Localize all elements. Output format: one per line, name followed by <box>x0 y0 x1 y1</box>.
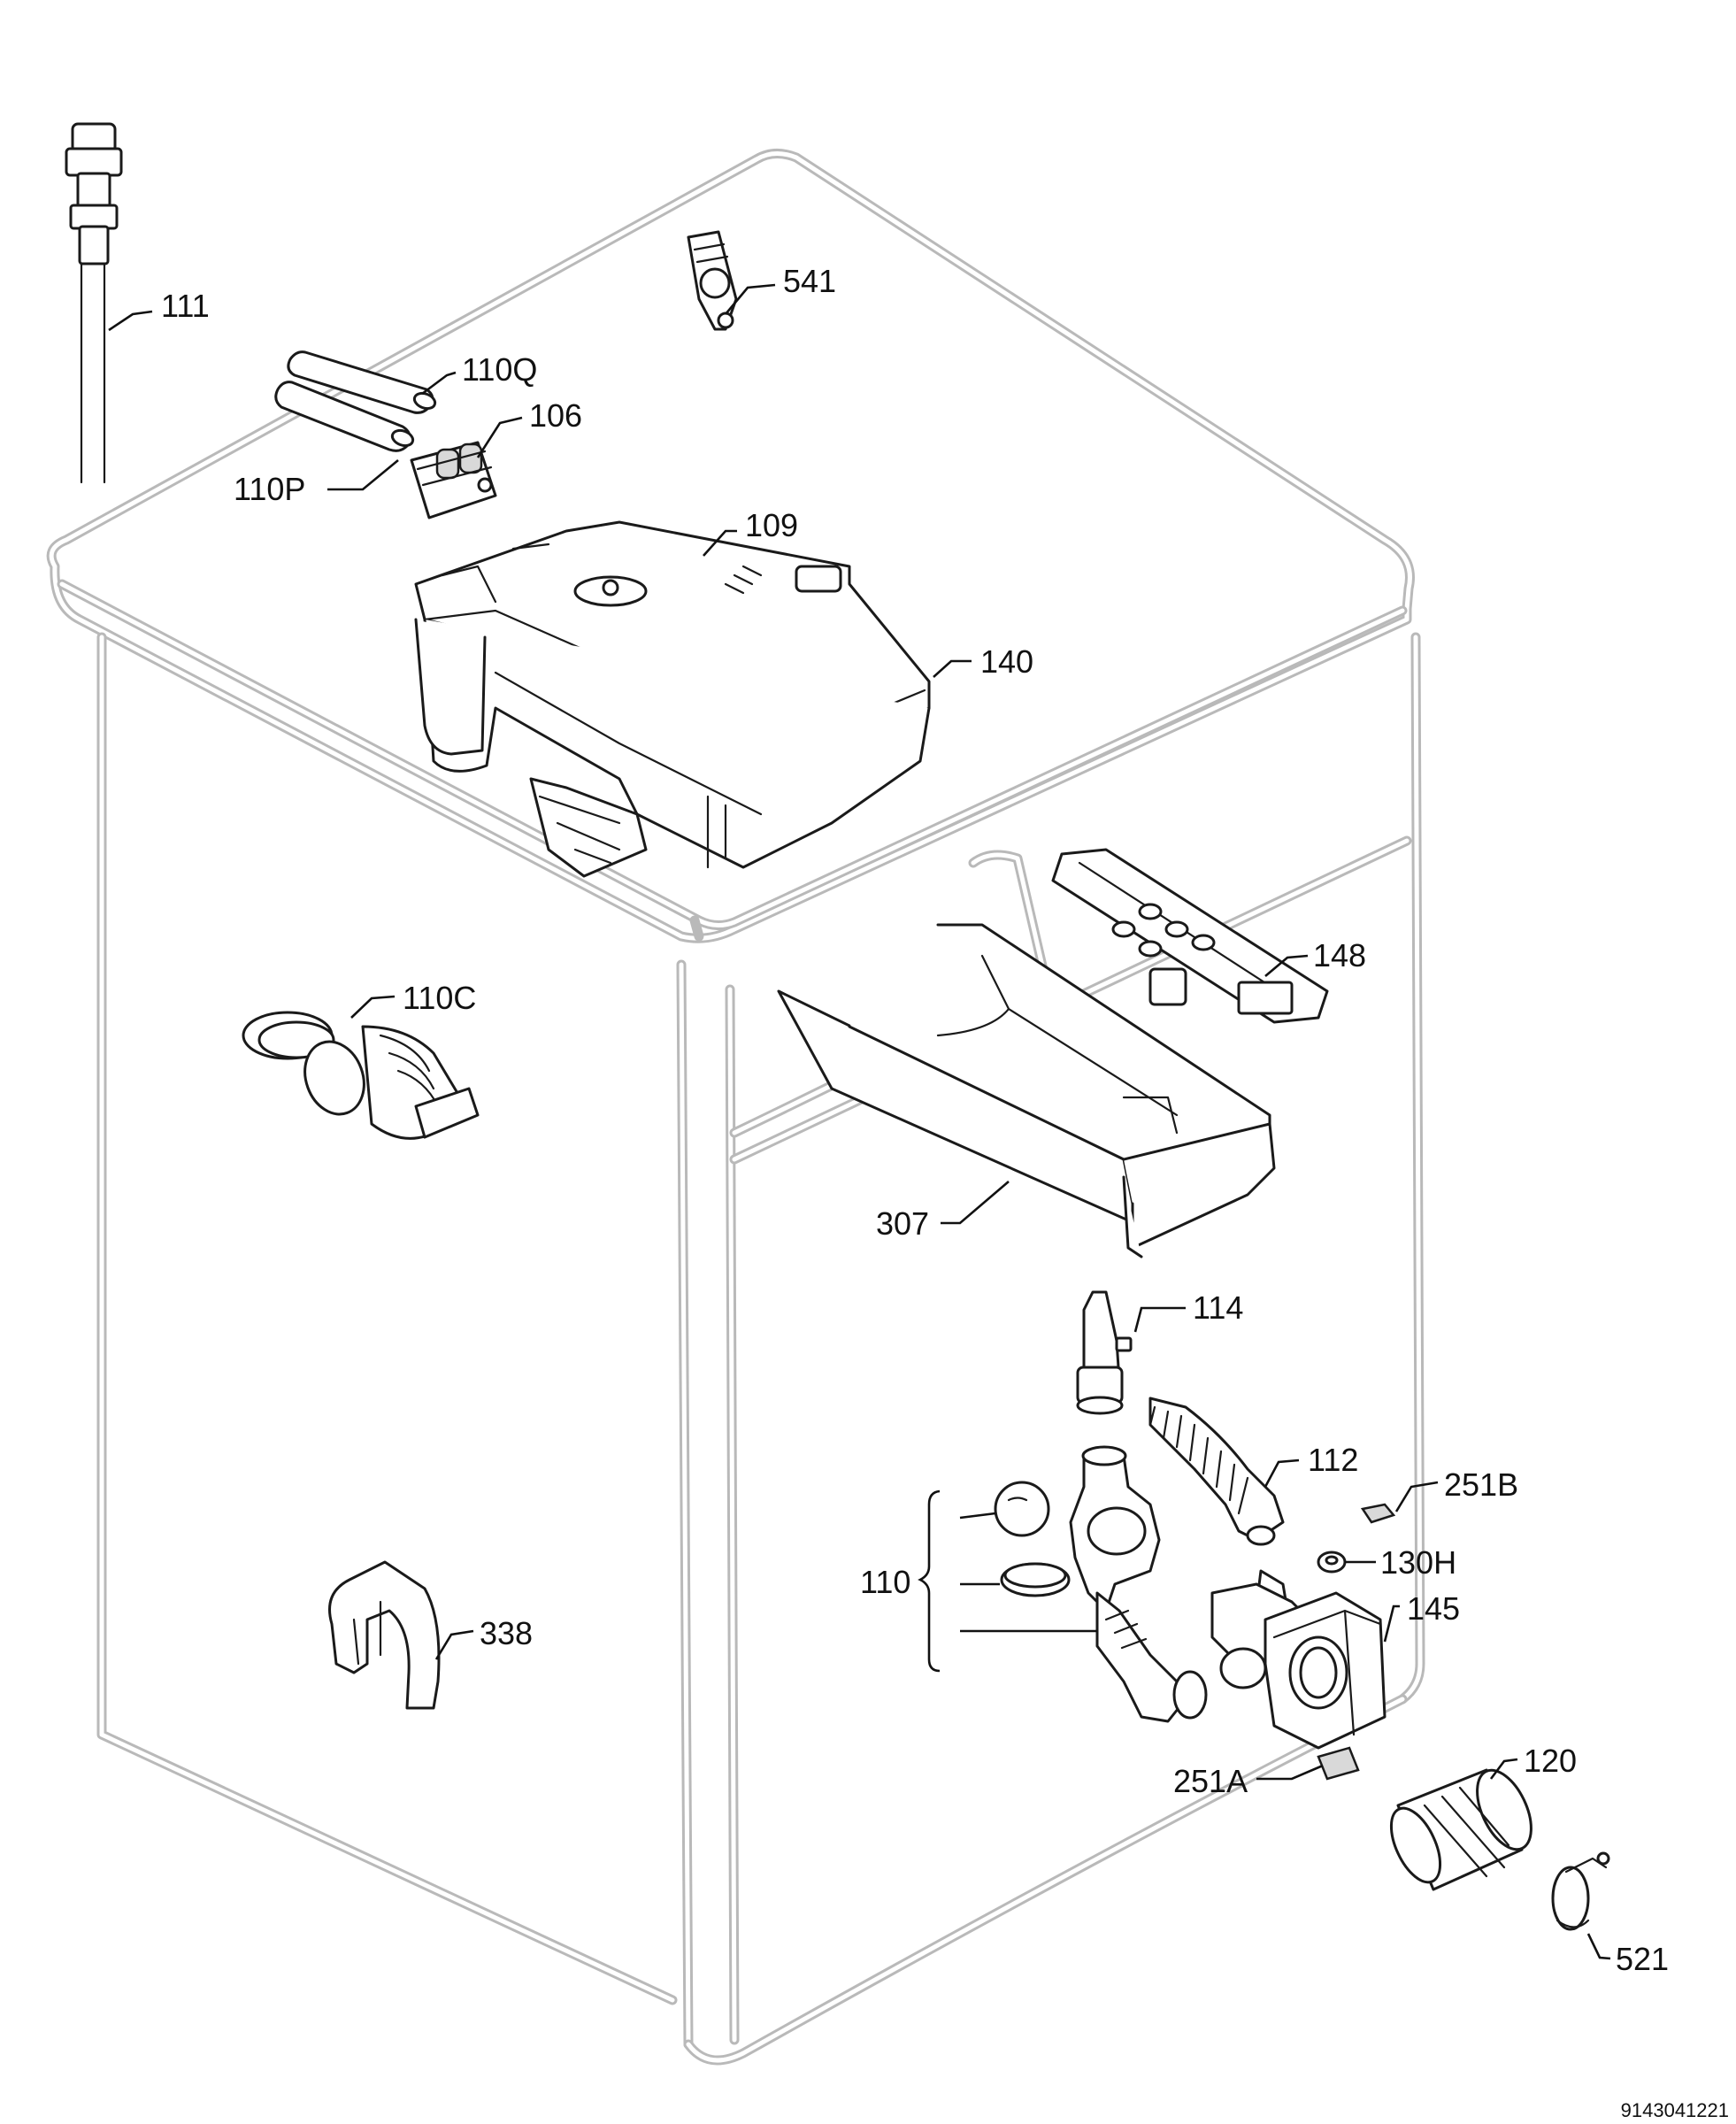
callout-120: 120 <box>1524 1743 1577 1779</box>
clamp-521 <box>1551 1851 1610 1931</box>
clip-251a <box>1317 1746 1360 1781</box>
callout-307: 307 <box>876 1205 929 1242</box>
callout-148: 148 <box>1313 937 1366 974</box>
filter-120 <box>1389 1768 1532 1891</box>
pump-housing-145 <box>1210 1569 1386 1750</box>
hose-110q <box>287 350 437 414</box>
callout-140: 140 <box>980 643 1033 680</box>
document-number: 9143041221 <box>1621 2099 1729 2121</box>
hose-112 <box>1148 1397 1285 1546</box>
leader-lines <box>108 283 1611 1960</box>
dispenser-drawer-307 <box>777 923 1276 1258</box>
callout-112: 112 <box>1308 1442 1358 1478</box>
callout-110: 110 <box>860 1564 910 1600</box>
clip-541 <box>687 230 738 331</box>
callout-114: 114 <box>1193 1289 1243 1326</box>
inlet-hose-111 <box>65 122 123 484</box>
callout-541: 541 <box>783 263 836 299</box>
callout-251b: 251B <box>1444 1466 1518 1503</box>
sump-assembly-110 <box>994 1445 1208 1723</box>
callout-251a: 251A <box>1173 1763 1248 1799</box>
callout-130h: 130H <box>1380 1544 1456 1581</box>
hose-110c <box>242 1011 480 1140</box>
callout-111: 111 <box>161 288 210 324</box>
callout-110q: 110Q <box>462 351 537 388</box>
grommet-130h <box>1317 1551 1347 1574</box>
callout-145: 145 <box>1407 1590 1460 1627</box>
pressure-chamber-114 <box>1076 1290 1133 1415</box>
hose-110p <box>274 381 415 452</box>
callout-109: 109 <box>745 507 798 543</box>
callout-110c: 110C <box>403 980 476 1016</box>
callout-338: 338 <box>480 1615 533 1651</box>
callout-106: 106 <box>529 397 582 434</box>
clip-251b <box>1360 1503 1396 1524</box>
callout-110p: 110P <box>234 471 305 507</box>
hose-guide-338 <box>328 1560 441 1710</box>
drawer-cover-148 <box>1051 848 1329 1024</box>
dispenser-housing-140 <box>414 618 931 878</box>
valve-106 <box>410 441 497 519</box>
callout-labels: 111 541 110Q 106 110P 109 140 148 110C 3… <box>161 263 1729 2121</box>
callout-521: 521 <box>1616 1941 1669 1977</box>
